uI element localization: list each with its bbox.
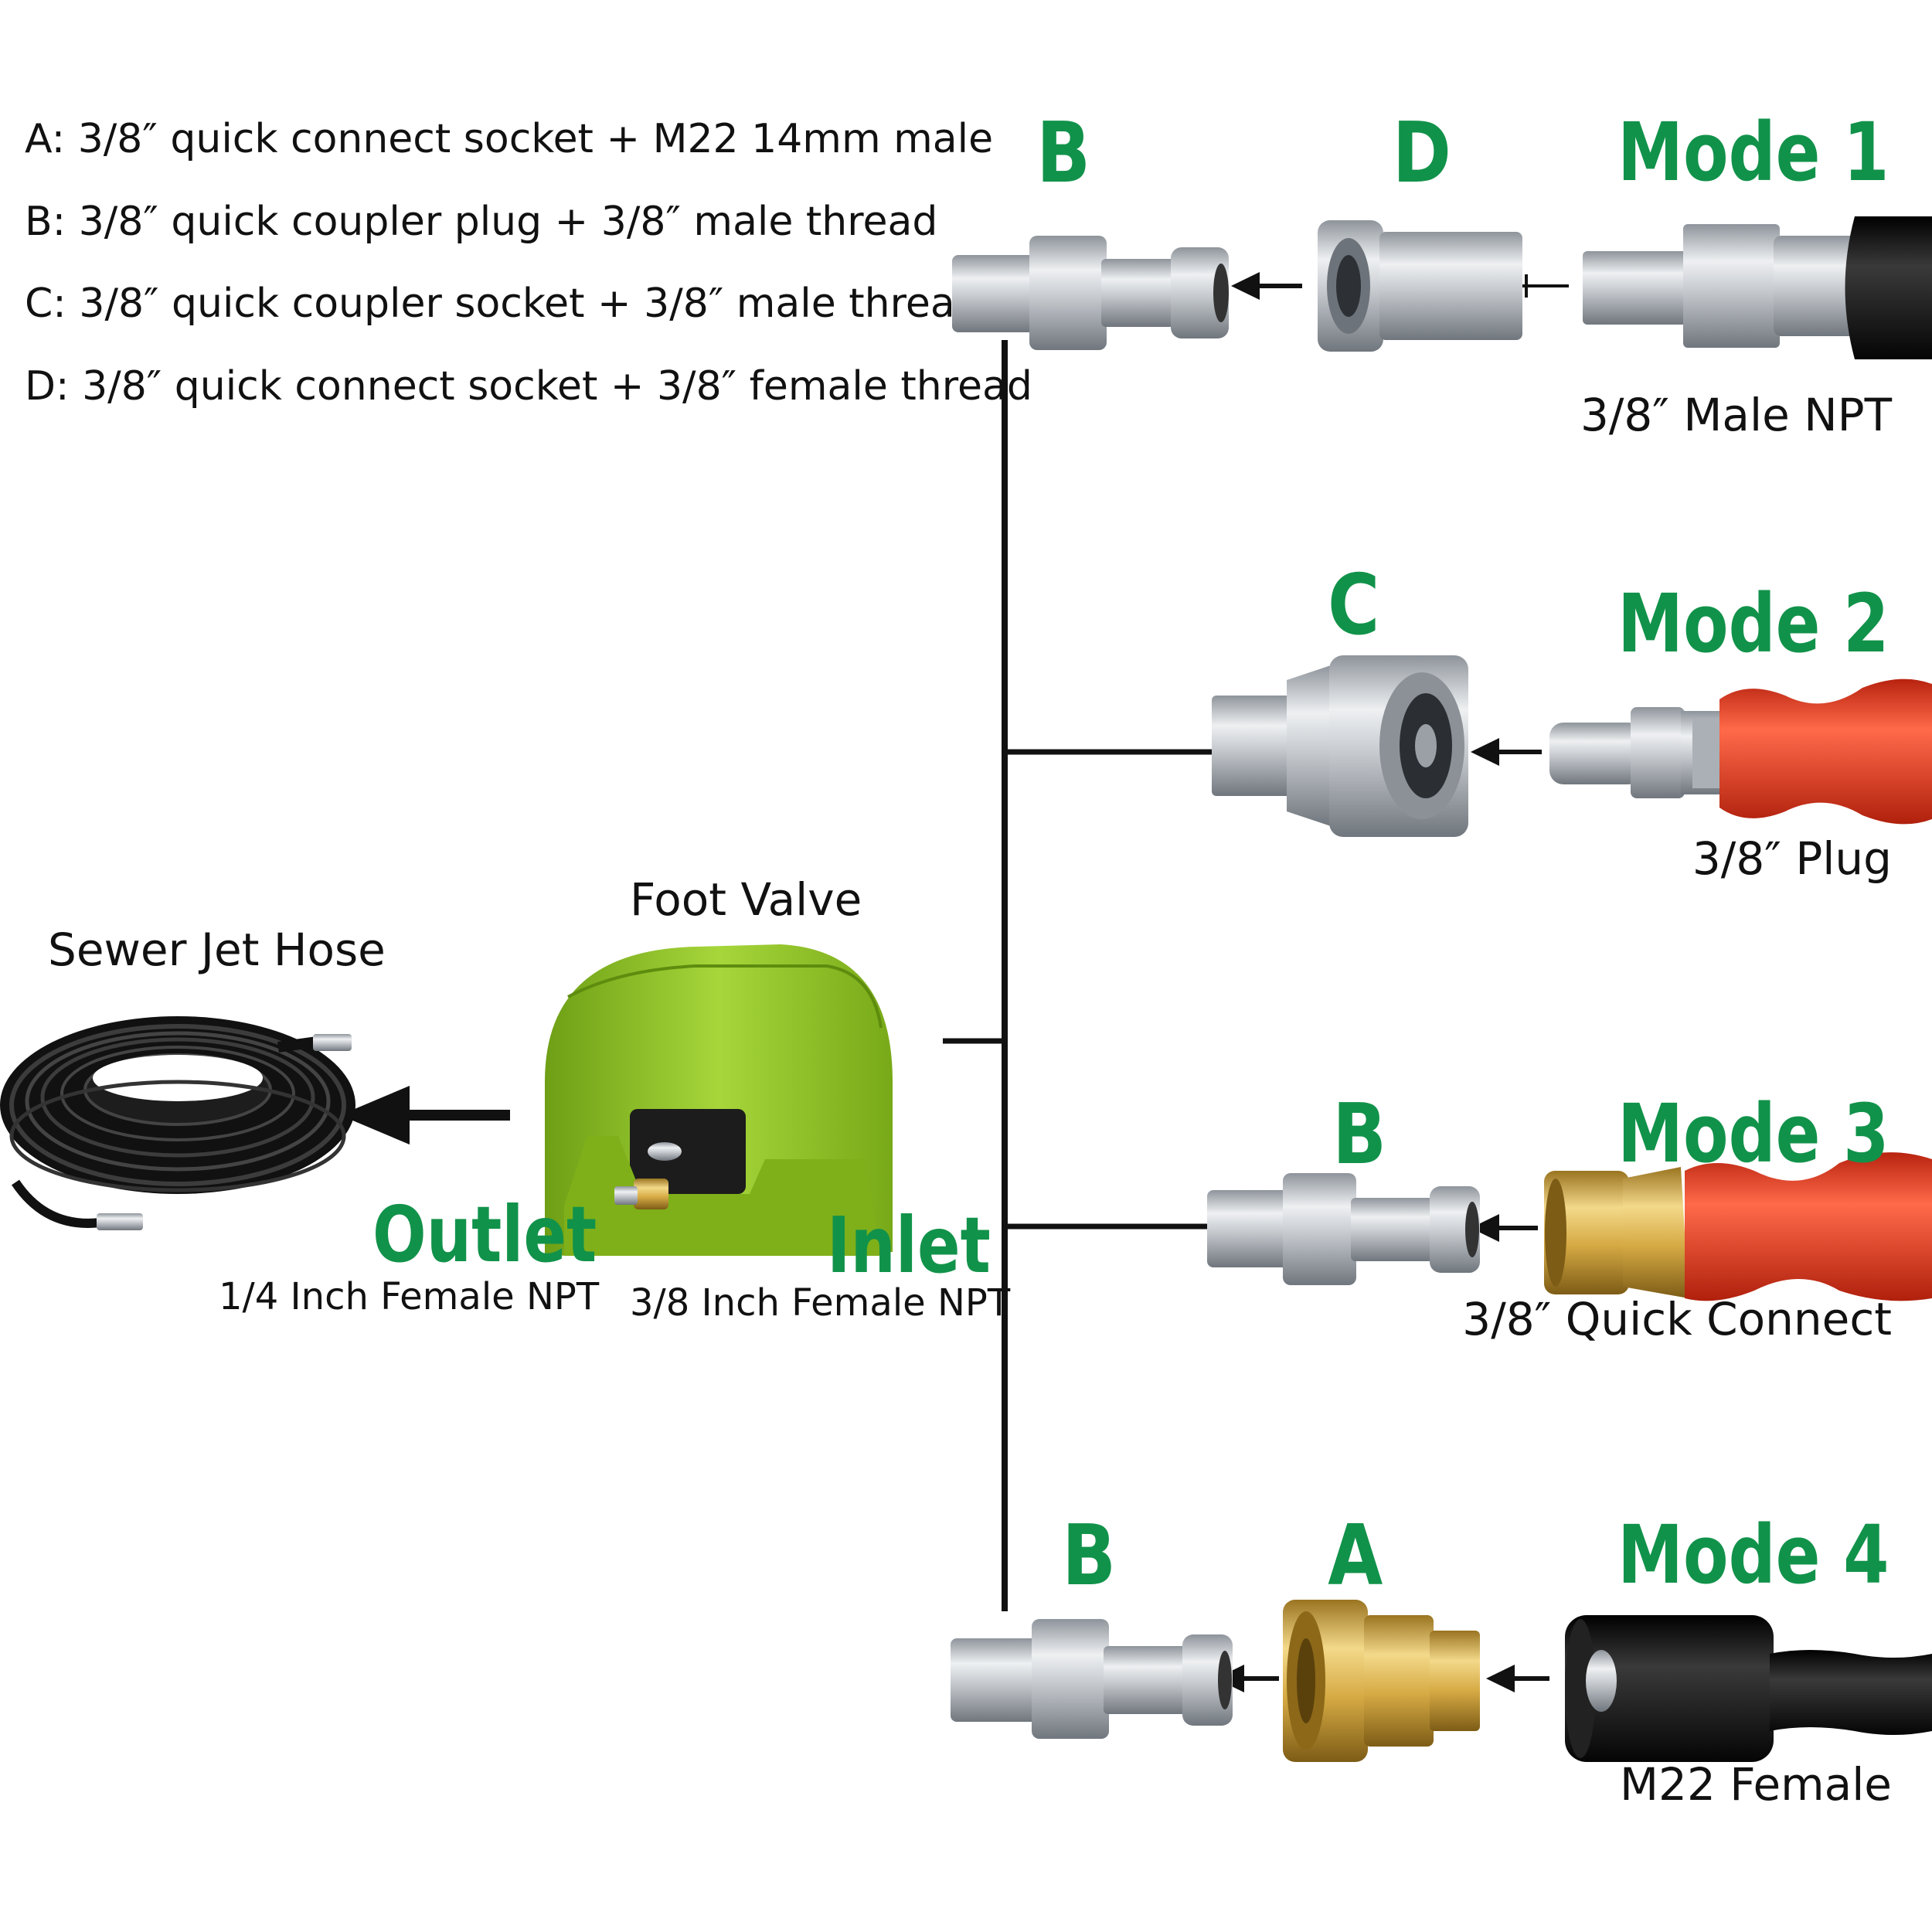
arrow-icon bbox=[1486, 1665, 1549, 1692]
inlet-spec: 3/8 Inch Female NPT bbox=[630, 1281, 1011, 1325]
fitting-b-mode1 bbox=[952, 236, 1229, 350]
hose-mode3 bbox=[1544, 1152, 1932, 1301]
mode-3-caption: 3/8″ Quick Connect bbox=[1462, 1293, 1892, 1345]
mode-4-label: Mode 4 bbox=[1617, 1508, 1889, 1602]
mode-4-caption: M22 Female bbox=[1620, 1758, 1892, 1811]
legend-b: B: 3/8″ quick coupler plug + 3/8″ male t… bbox=[25, 199, 938, 245]
foot-valve-title: Foot Valve bbox=[630, 873, 862, 926]
inlet-label: Inlet bbox=[827, 1200, 991, 1291]
letter-a-mode4: A bbox=[1328, 1508, 1383, 1604]
hose-mode1 bbox=[1583, 216, 1932, 359]
legend-a: A: 3/8″ quick connect socket + M22 14mm … bbox=[25, 116, 994, 162]
fitting-c-mode2 bbox=[1212, 655, 1468, 837]
mode-2-label: Mode 2 bbox=[1617, 577, 1889, 671]
fitting-b-mode4 bbox=[951, 1619, 1233, 1739]
foot-valve-body bbox=[545, 944, 893, 1256]
letter-b-mode4: B bbox=[1062, 1508, 1117, 1604]
fitting-d-mode1 bbox=[1318, 220, 1522, 352]
mode-1-label: Mode 1 bbox=[1617, 105, 1889, 199]
arrow-icon bbox=[340, 1086, 510, 1145]
fitting-a-mode4 bbox=[1283, 1600, 1480, 1762]
mode-3-label: Mode 3 bbox=[1617, 1087, 1889, 1181]
flow-arrows bbox=[340, 272, 1549, 1692]
hose-mode4 bbox=[1565, 1615, 1932, 1762]
letter-b-mode3: B bbox=[1332, 1087, 1387, 1183]
outlet-spec: 1/4 Inch Female NPT bbox=[219, 1275, 600, 1318]
arrow-icon bbox=[1471, 1214, 1538, 1242]
connector-lines bbox=[943, 274, 1569, 1611]
sewer-jet-hose-reel bbox=[0, 1016, 355, 1230]
letter-d-mode1: D bbox=[1392, 105, 1451, 202]
legend-c: C: 3/8″ quick coupler socket + 3/8″ male… bbox=[25, 281, 981, 327]
letter-b-mode1: B bbox=[1036, 105, 1091, 202]
arrow-icon bbox=[1471, 738, 1542, 766]
mode-1-caption: 3/8″ Male NPT bbox=[1580, 389, 1892, 441]
letter-c-mode2: C bbox=[1327, 557, 1380, 654]
legend-d: D: 3/8″ quick connect socket + 3/8″ fema… bbox=[25, 363, 1032, 410]
mode-2-caption: 3/8″ Plug bbox=[1692, 832, 1892, 885]
sewer-hose-title: Sewer Jet Hose bbox=[48, 923, 386, 976]
outlet-label: Outlet bbox=[372, 1189, 597, 1280]
arrow-icon bbox=[1231, 272, 1302, 300]
hose-mode2 bbox=[1549, 679, 1932, 825]
fitting-b-mode3 bbox=[1207, 1173, 1480, 1285]
